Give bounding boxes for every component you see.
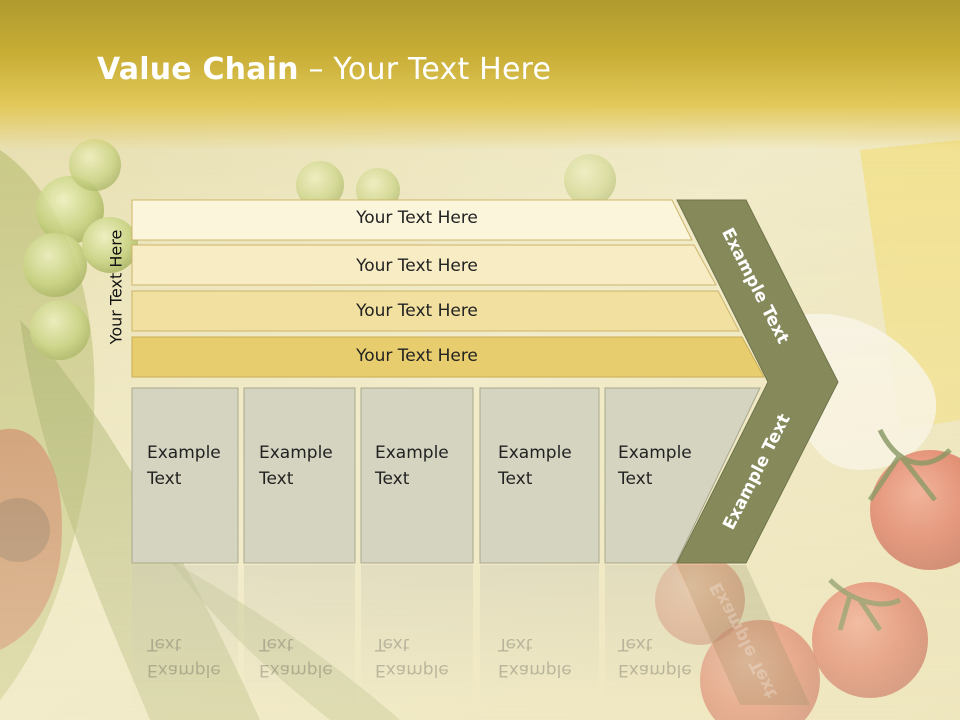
row-bar-3[interactable] xyxy=(131,290,740,332)
column-label-3-line1: Example xyxy=(375,443,449,463)
column-box-5[interactable] xyxy=(604,387,761,564)
column-label-5-line2: Text xyxy=(618,469,653,489)
reflection-text-2-line1: Example xyxy=(259,660,333,680)
column-label-1: Example Text xyxy=(147,440,221,492)
slide-title: Value Chain – Your Text Here xyxy=(97,52,551,87)
reflection-text-1-line1: Example xyxy=(147,660,221,680)
row-label-1: Your Text Here xyxy=(356,208,478,228)
chevron-reflection xyxy=(677,565,810,705)
column-label-4-line1: Example xyxy=(498,443,572,463)
column-reflection-text-3: Example Text xyxy=(375,631,449,683)
column-label-2-line1: Example xyxy=(259,443,333,463)
column-label-1-line1: Example xyxy=(147,443,221,463)
column-label-2-line2: Text xyxy=(259,469,294,489)
reflection-text-4-line2: Text xyxy=(498,634,533,654)
column-label-2: Example Text xyxy=(259,440,333,492)
column-reflection-text-4: Example Text xyxy=(498,631,572,683)
column-box-1[interactable] xyxy=(131,387,239,564)
column-reflection xyxy=(132,565,740,705)
reflection-text-3-line1: Example xyxy=(375,660,449,680)
row-bar-4[interactable] xyxy=(131,336,765,378)
column-box-4[interactable] xyxy=(479,387,600,564)
row-label-3: Your Text Here xyxy=(356,301,478,321)
row-label-4: Your Text Here xyxy=(356,346,478,366)
reflection-text-5-line2: Text xyxy=(618,634,653,654)
column-label-1-line2: Text xyxy=(147,469,182,489)
title-bold: Value Chain xyxy=(97,52,299,87)
column-label-3-line2: Text xyxy=(375,469,410,489)
column-label-5: Example Text xyxy=(618,440,692,492)
column-reflection-text-2: Example Text xyxy=(259,631,333,683)
row-label-2: Your Text Here xyxy=(356,256,478,276)
title-rest: – Your Text Here xyxy=(298,52,552,87)
row-bar-2[interactable] xyxy=(131,244,717,286)
reflection-text-2-line2: Text xyxy=(259,634,294,654)
column-label-4: Example Text xyxy=(498,440,572,492)
column-label-3: Example Text xyxy=(375,440,449,492)
reflection-text-3-line2: Text xyxy=(375,634,410,654)
column-box-2[interactable] xyxy=(243,387,356,564)
column-reflection-text-1: Example Text xyxy=(147,631,221,683)
row-bar-1[interactable] xyxy=(131,199,693,241)
chevron-arrow[interactable] xyxy=(676,199,839,564)
reflection-text-1-line2: Text xyxy=(147,634,182,654)
reflection-text-4-line1: Example xyxy=(498,660,572,680)
column-box-3[interactable] xyxy=(360,387,474,564)
header-band xyxy=(0,0,960,150)
column-reflection-text-5: Example Text xyxy=(618,631,692,683)
column-label-4-line2: Text xyxy=(498,469,533,489)
reflection-text-5-line1: Example xyxy=(618,660,692,680)
column-label-5-line1: Example xyxy=(618,443,692,463)
